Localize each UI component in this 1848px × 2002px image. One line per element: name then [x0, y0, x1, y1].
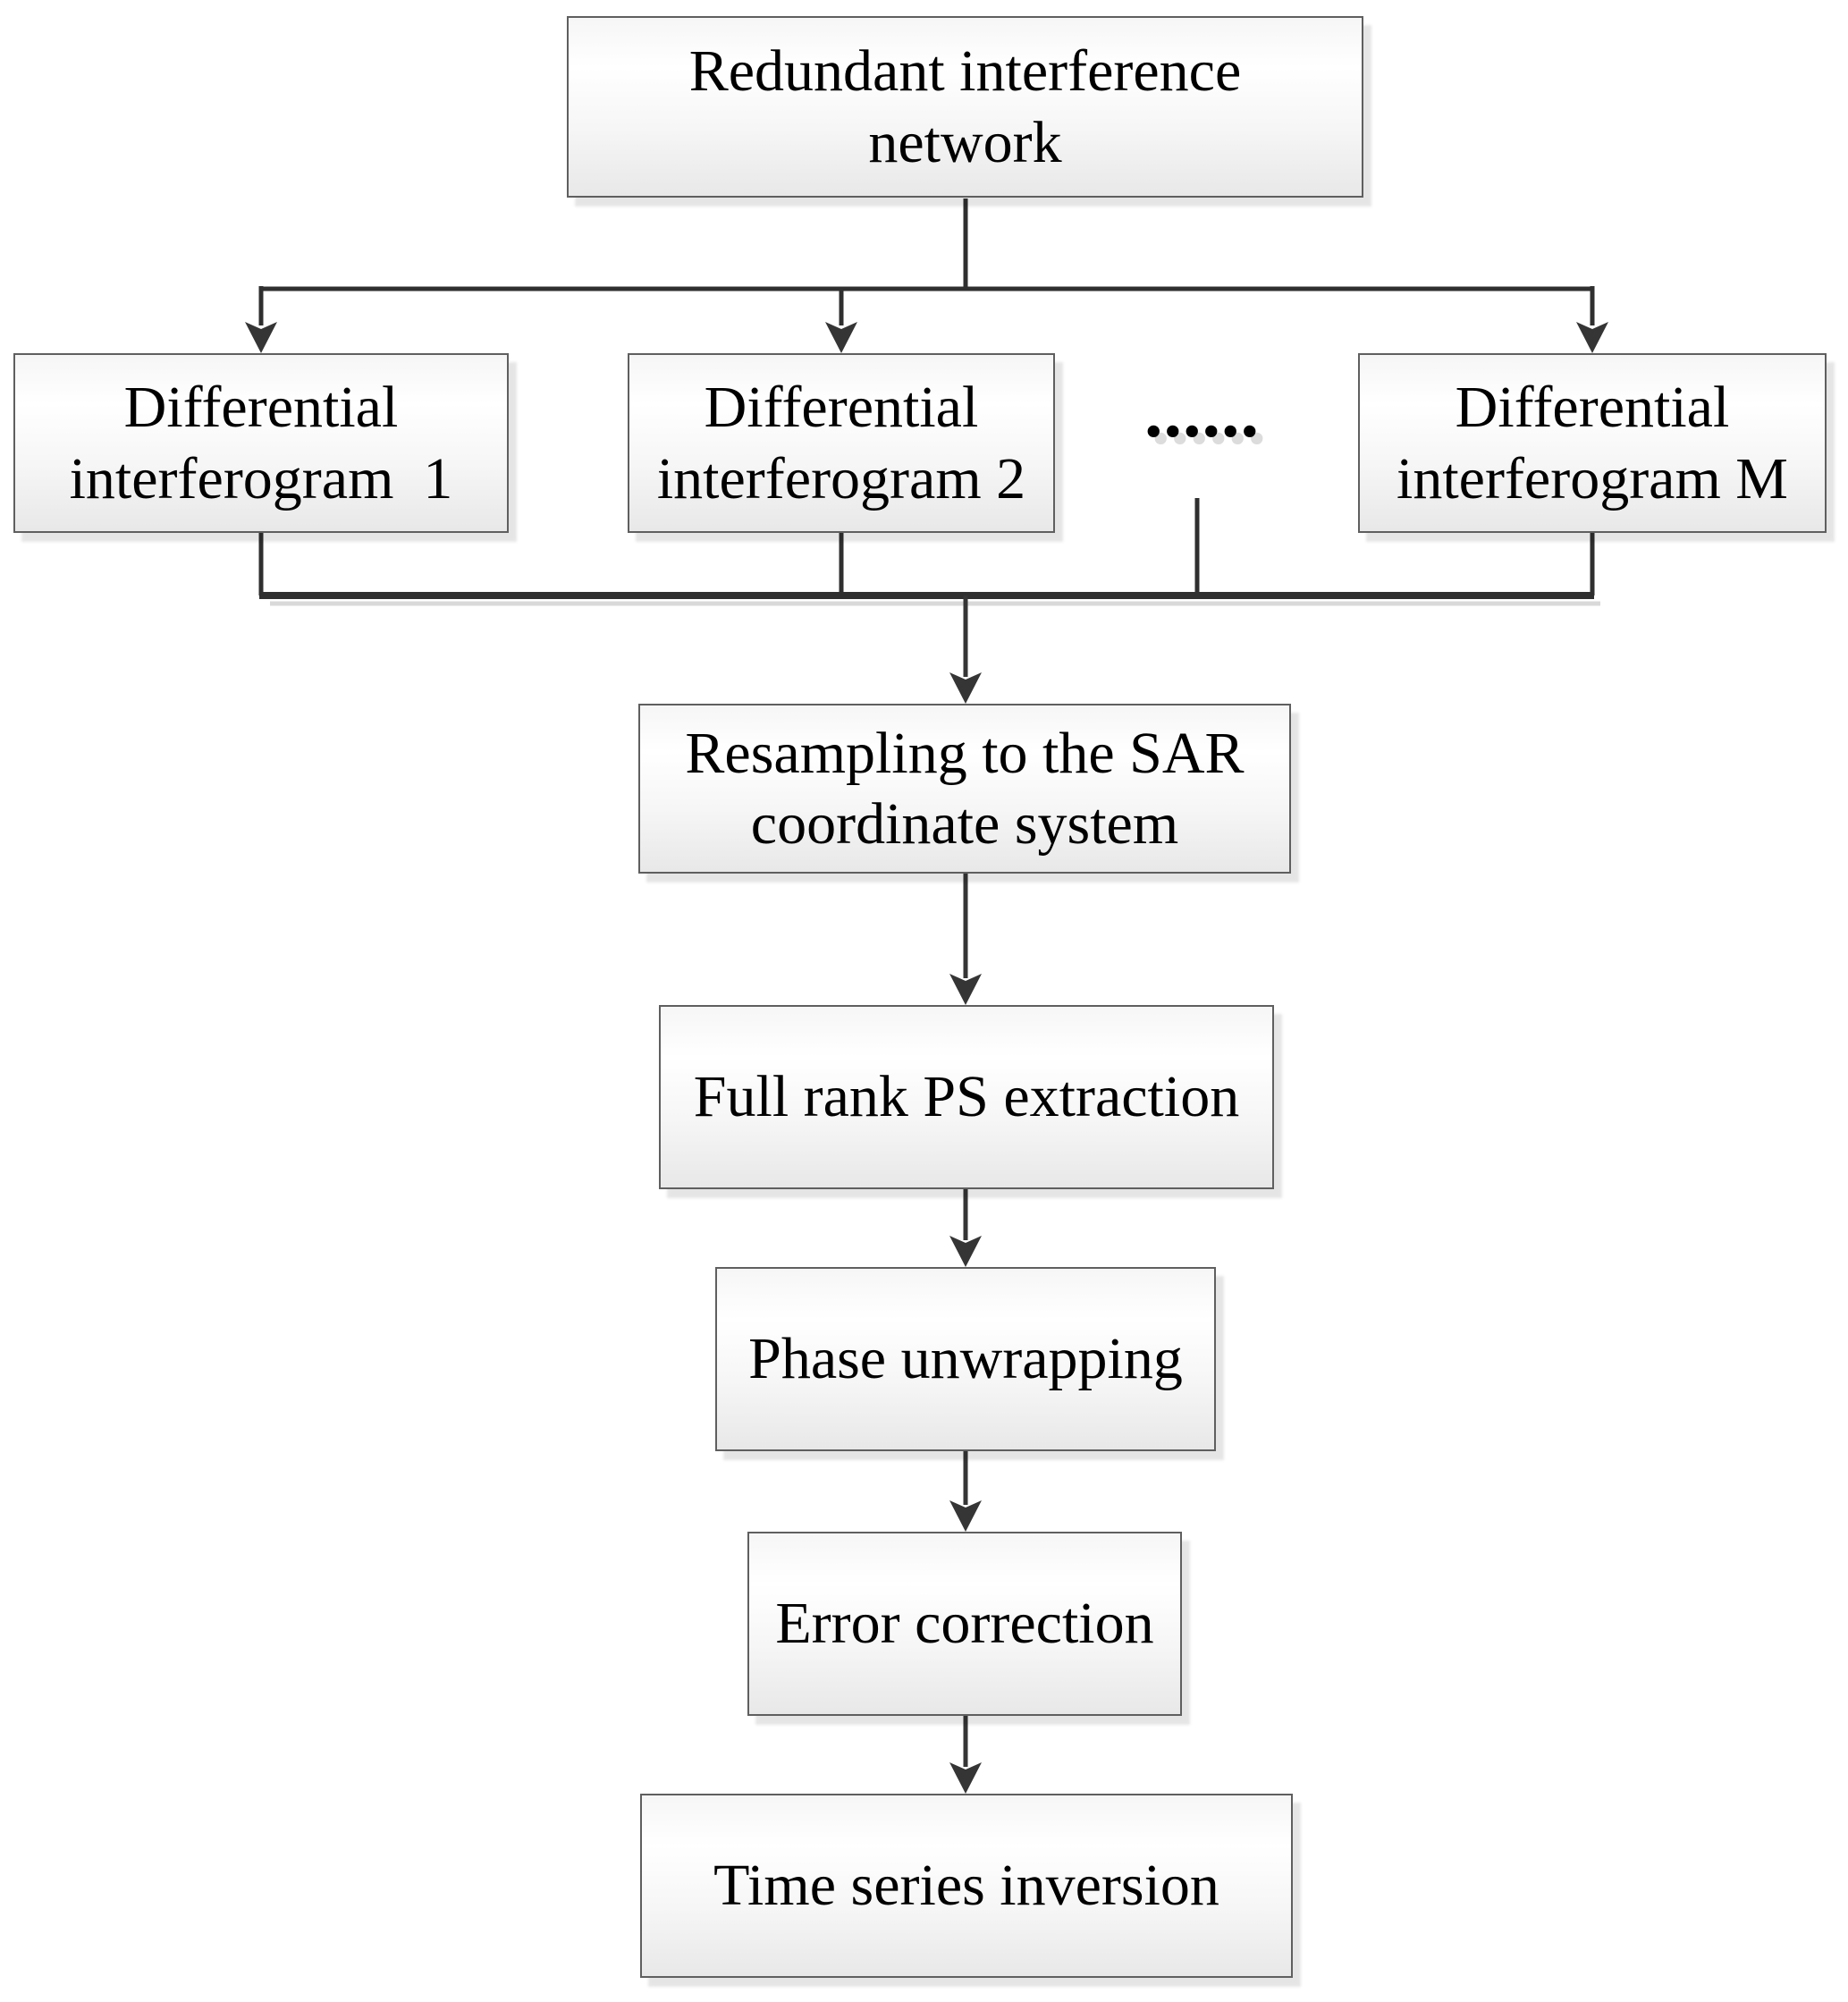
- arrowhead-diff2: [825, 322, 857, 353]
- node-differential-interferogram-2: Differential interferogram 2: [628, 353, 1055, 533]
- node-label: Differential interferogram M: [1397, 375, 1788, 511]
- node-label: Differential interferogram 2: [656, 375, 1026, 511]
- arrowhead-resampling: [949, 672, 982, 704]
- node-full-rank-ps-extraction: Full rank PS extraction: [659, 1005, 1274, 1189]
- ellipsis-dots: ......: [1144, 376, 1270, 465]
- arrowhead-diff3: [1576, 322, 1608, 353]
- arrowhead-time: [949, 1762, 982, 1794]
- arrowhead-error: [949, 1500, 982, 1532]
- node-resampling-to-sar-coordinate-system: Resampling to the SAR coordinate system: [638, 704, 1291, 874]
- node-phase-unwrapping: Phase unwrapping: [715, 1267, 1216, 1451]
- ellipsis-label: ......: [1144, 371, 1260, 452]
- arrowhead-phase: [949, 1236, 982, 1267]
- arrowhead-fullrank: [949, 974, 982, 1005]
- node-label: Error correction: [775, 1591, 1154, 1657]
- node-time-series-inversion: Time series inversion: [640, 1794, 1293, 1978]
- node-differential-interferogram-1: Differential interferogram 1: [13, 353, 509, 533]
- node-differential-interferogram-m: Differential interferogram M: [1358, 353, 1827, 533]
- node-label: Differential interferogram 1: [69, 375, 453, 511]
- node-label: Phase unwrapping: [748, 1326, 1183, 1392]
- arrowhead-diff1: [245, 322, 277, 353]
- node-redundant-interference-network: Redundant interference network: [567, 16, 1363, 198]
- node-label: Time series inversion: [713, 1853, 1219, 1919]
- node-error-correction: Error correction: [747, 1532, 1182, 1716]
- node-label: Redundant interference network: [688, 38, 1242, 175]
- node-label: Full rank PS extraction: [693, 1064, 1240, 1130]
- node-label: Resampling to the SAR coordinate system: [685, 720, 1245, 857]
